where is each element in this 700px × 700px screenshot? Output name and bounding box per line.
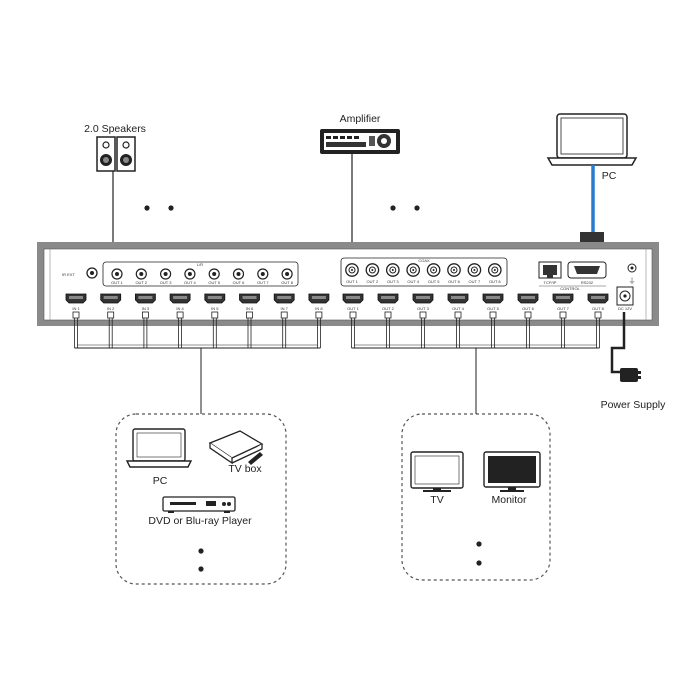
amplifier-device xyxy=(320,129,400,154)
hdmi-input-label: IN 3 xyxy=(142,306,150,311)
lr-group-label: L/R xyxy=(197,262,203,267)
lr-jack-label: OUT 4 xyxy=(184,280,196,285)
more-displays-dots xyxy=(476,541,482,566)
player-label: DVD or Blu-ray Player xyxy=(148,515,252,527)
tv-box-label: TV box xyxy=(228,463,262,475)
coax-jack-label: OUT 3 xyxy=(387,279,399,284)
matrix-rear-panel xyxy=(43,248,653,321)
lr-output-jacks: OUT 1 OUT 2 OUT 3 OUT 4 OUT 5 OUT 6 OUT 7 OUT 8 xyxy=(111,268,294,285)
tcp-ip-label: TCP/IP xyxy=(544,280,557,285)
hdmi-input-label: IN 4 xyxy=(176,306,184,311)
monitor-label: Monitor xyxy=(491,494,527,506)
hdmi-input-label: IN 8 xyxy=(315,306,323,311)
hdmi-input-cables xyxy=(72,311,323,349)
speakers-label: 2.0 Speakers xyxy=(84,123,146,135)
lr-jack-label: OUT 8 xyxy=(281,280,293,285)
display-devices-box xyxy=(401,413,551,581)
monitor-icon xyxy=(483,451,541,492)
coax-jack-label: OUT 8 xyxy=(489,279,501,284)
coax-jack-label: OUT 1 xyxy=(346,279,358,284)
coax-output-group xyxy=(340,257,508,287)
ir-ext-label: IR EXT xyxy=(62,272,75,277)
control-label: CONTROL xyxy=(560,286,580,291)
hdmi-input-label: IN 6 xyxy=(246,306,254,311)
ground-icon: ⏚ xyxy=(629,277,636,285)
more-devices-dots-top xyxy=(144,205,420,211)
hdmi-output-label: OUT 5 xyxy=(487,306,499,311)
coax-jack-label: OUT 7 xyxy=(469,279,481,284)
lr-jack-label: OUT 1 xyxy=(111,280,123,285)
speakers-device xyxy=(96,136,136,172)
hdmi-input-label: IN 7 xyxy=(281,306,289,311)
lr-jack-label: OUT 5 xyxy=(208,280,220,285)
hdmi-output-label: OUT 2 xyxy=(382,306,394,311)
hdmi-input-label: IN 2 xyxy=(107,306,115,311)
coax-group-label: COAX xyxy=(418,258,430,263)
coax-jack-label: OUT 4 xyxy=(407,279,419,284)
lr-jack-label: OUT 2 xyxy=(135,280,147,285)
lr-output-group xyxy=(102,261,299,287)
hdmi-output-label: OUT 8 xyxy=(592,306,604,311)
source-devices-box xyxy=(115,413,287,585)
source-pc-laptop-icon xyxy=(125,428,193,468)
dc-label: DC 12V xyxy=(618,306,632,311)
hdmi-output-label: OUT 7 xyxy=(557,306,569,311)
lr-jack-label: OUT 6 xyxy=(233,280,245,285)
pc-top-label: PC xyxy=(602,170,617,182)
hdmi-input-ports: IN 1 IN 2 IN 3 IN 4 IN 5 IN 6 IN 7 IN 8 xyxy=(65,293,330,311)
dvd-player-icon xyxy=(162,496,236,513)
hdmi-output-label: OUT 6 xyxy=(522,306,534,311)
hdmi-output-label: OUT 3 xyxy=(417,306,429,311)
source-pc-label: PC xyxy=(153,475,168,487)
power-adapter-icon xyxy=(620,368,641,382)
coax-output-jacks: OUT 1 OUT 2 OUT 3 OUT 4 OUT 5 OUT 6 OUT 7 OUT 8 xyxy=(345,263,502,284)
more-sources-dots xyxy=(198,548,204,572)
lr-jack-label: OUT 3 xyxy=(160,280,172,285)
power-supply-cable xyxy=(610,312,626,374)
tv-icon xyxy=(410,451,464,492)
tv-label: TV xyxy=(430,494,443,506)
hdmi-output-cables xyxy=(349,311,602,349)
hdmi-output-label: OUT 4 xyxy=(452,306,464,311)
hdmi-output-label: OUT 1 xyxy=(347,306,359,311)
lr-jack-label: OUT 7 xyxy=(257,280,269,285)
hdmi-input-label: IN 5 xyxy=(211,306,219,311)
coax-jack-label: OUT 5 xyxy=(428,279,440,284)
amplifier-label: Amplifier xyxy=(340,113,381,125)
hdmi-output-ports: OUT 1 OUT 2 OUT 3 OUT 4 OUT 5 OUT 6 OUT 7 OUT 8 xyxy=(342,293,609,311)
power-supply-label: Power Supply xyxy=(601,399,667,411)
coax-jack-label: OUT 6 xyxy=(448,279,460,284)
coax-jack-label: OUT 2 xyxy=(367,279,379,284)
pc-laptop-device xyxy=(546,113,638,166)
rs232-label: RS232 xyxy=(581,280,594,285)
hdmi-input-label: IN 1 xyxy=(72,306,80,311)
tv-box-icon xyxy=(208,430,264,465)
